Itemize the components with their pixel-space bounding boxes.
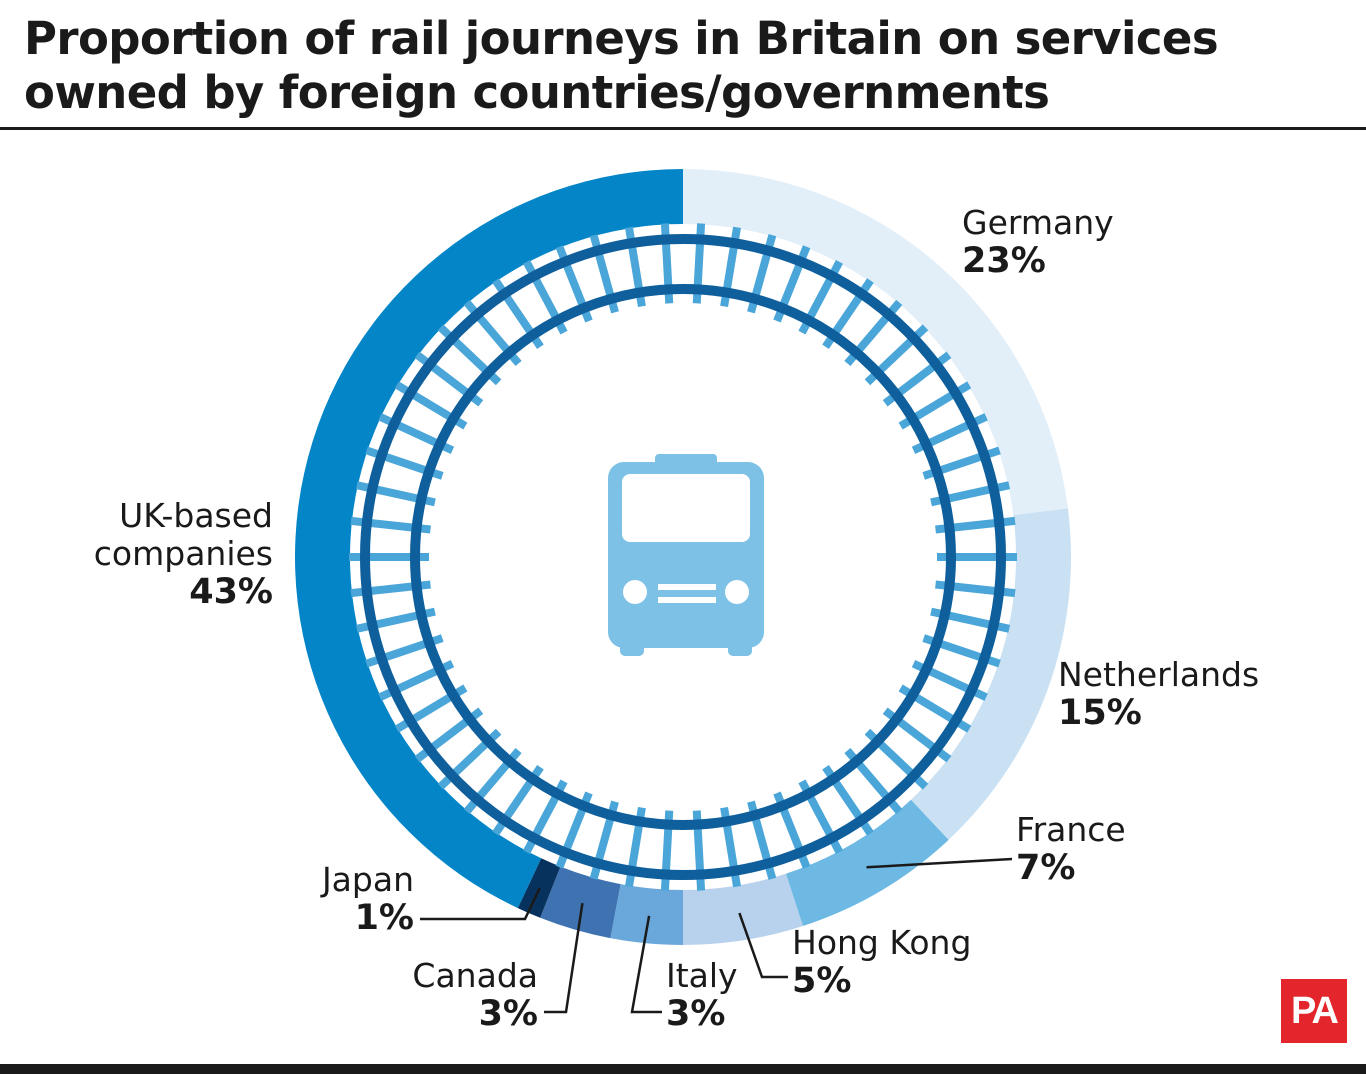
value-france: 7% <box>1016 848 1075 888</box>
slice-canada <box>540 866 621 939</box>
slice-netherlands <box>910 508 1071 840</box>
train-headlight-left <box>623 580 647 604</box>
rail <box>360 234 1006 880</box>
slice-uk-based-companies <box>294 169 683 909</box>
label-germany: Germany <box>962 203 1114 242</box>
leader-france <box>866 857 1013 869</box>
value-canada: 3% <box>479 994 538 1034</box>
leader-canada <box>544 903 584 1014</box>
label-uk-based-companies: UK-based <box>119 496 273 535</box>
label-netherlands: Netherlands <box>1058 655 1259 694</box>
train-grille <box>658 584 716 590</box>
value-hong-kong: 5% <box>792 961 851 1001</box>
label-france: France <box>1016 810 1126 849</box>
value-uk-based-companies: 43% <box>189 572 273 612</box>
train-headlight-right <box>725 580 749 604</box>
leader-japan <box>420 887 541 921</box>
footer-bar <box>0 1064 1366 1074</box>
chart-title: Proportion of rail journeys in Britain o… <box>24 12 1219 119</box>
value-japan: 1% <box>355 898 414 938</box>
train-wheel-left <box>620 640 644 656</box>
label-japan: Japan <box>320 860 414 899</box>
value-italy: 3% <box>666 994 725 1034</box>
label-uk-based-companies: companies <box>94 534 273 573</box>
slice-hong-kong <box>683 873 803 945</box>
train-windshield <box>622 474 750 542</box>
train-grille <box>658 597 716 603</box>
label-italy: Italy <box>666 956 738 995</box>
train-icon <box>608 454 764 656</box>
pa-logo: PA <box>1281 979 1347 1043</box>
slice-france <box>785 799 949 927</box>
leader-hong-kong <box>738 912 788 979</box>
donut-slices <box>294 169 1071 945</box>
value-netherlands: 15% <box>1058 693 1142 733</box>
title-divider <box>0 127 1366 130</box>
label-hong-kong: Hong Kong <box>792 923 971 962</box>
slice-italy <box>610 884 683 945</box>
value-germany: 23% <box>962 241 1046 281</box>
leader-italy <box>630 915 662 1014</box>
rail <box>410 284 956 830</box>
slice-germany <box>683 169 1068 516</box>
label-canada: Canada <box>412 956 538 995</box>
rail-track-ring <box>349 223 1017 891</box>
train-wheel-right <box>728 640 752 656</box>
leader-lines <box>420 857 1013 1014</box>
